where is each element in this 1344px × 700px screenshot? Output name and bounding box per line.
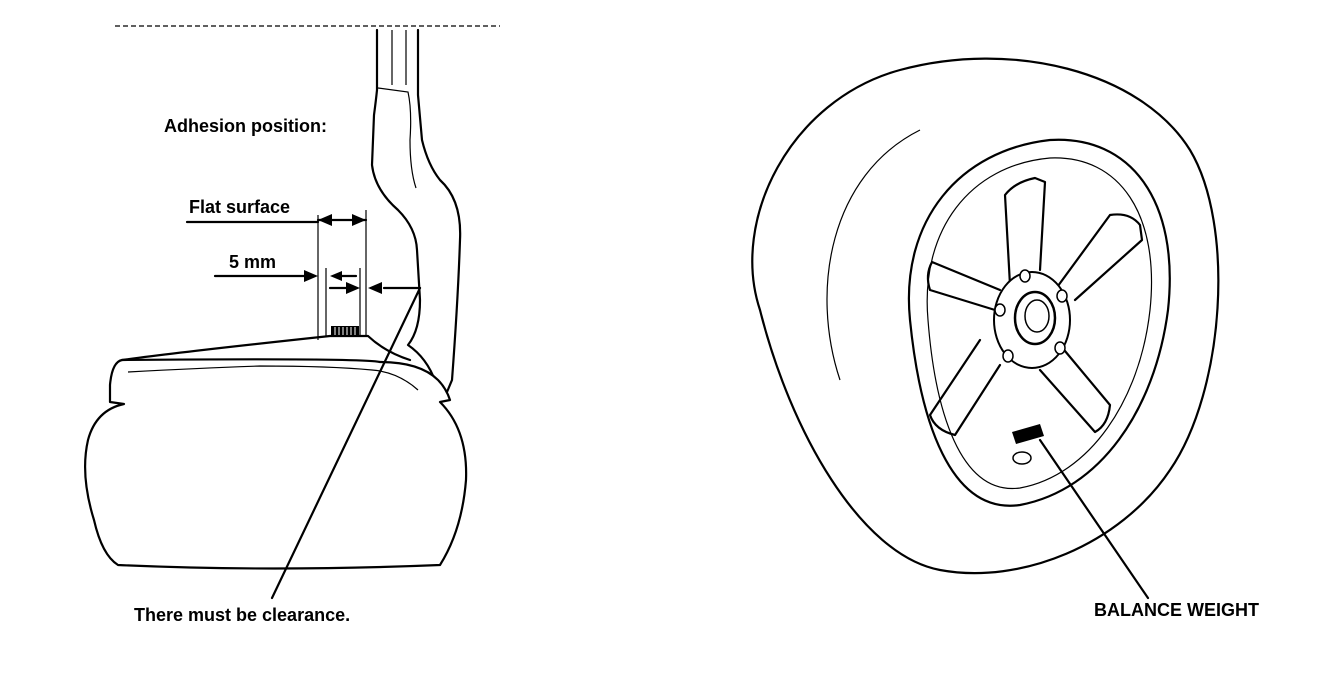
lug-hole-2	[1056, 289, 1068, 303]
tyre-outer	[751, 57, 1220, 575]
balance-weight-label: BALANCE WEIGHT	[1094, 600, 1259, 620]
five-mm-arrow-small-left	[330, 271, 342, 281]
rim-inner-lip	[926, 157, 1153, 490]
wheel-balance-weight	[1012, 424, 1044, 444]
lug-hole-4	[1002, 349, 1014, 363]
clearance-label: There must be clearance.	[134, 605, 351, 625]
lug-hole-5	[994, 303, 1006, 317]
wheel-perspective-drawing	[751, 57, 1220, 600]
flat-surface-label: Flat surface	[189, 197, 291, 217]
spoke-top	[1003, 176, 1047, 287]
flat-surface-arrow-left	[318, 214, 332, 226]
tyre-bead-line	[127, 365, 419, 391]
hub-bore	[1024, 299, 1050, 333]
spoke-left	[926, 260, 1002, 312]
rim-flat-line	[120, 334, 412, 362]
tyre-body	[84, 358, 468, 570]
rim-outer	[907, 138, 1171, 507]
edge-arrow	[368, 282, 382, 294]
lug-hole-1	[1019, 269, 1031, 283]
wheel-disc-inner-curve	[377, 87, 417, 189]
clearance-leader-line	[270, 286, 422, 600]
lug-hole-3	[1054, 341, 1066, 355]
five-mm-label: 5 mm	[229, 252, 277, 272]
tyre-sidewall-line	[826, 129, 921, 381]
balance-weight-block	[331, 326, 359, 336]
five-mm-arrow-right	[346, 282, 360, 294]
spoke-bottom-left	[928, 338, 1002, 437]
five-mm-arrow-in-left	[304, 270, 318, 282]
valve-stem	[1012, 451, 1032, 465]
balance-weight-leader	[1038, 438, 1150, 600]
flat-surface-arrow-right	[352, 214, 366, 226]
balance-weight-texture	[334, 327, 356, 335]
adhesion-position-label: Adhesion position:	[164, 116, 327, 136]
cross-section-diagram	[84, 25, 500, 600]
spoke-upper-right	[1053, 213, 1144, 302]
wheel-disc-profile	[370, 28, 462, 394]
spoke-lower-right	[1038, 343, 1112, 434]
